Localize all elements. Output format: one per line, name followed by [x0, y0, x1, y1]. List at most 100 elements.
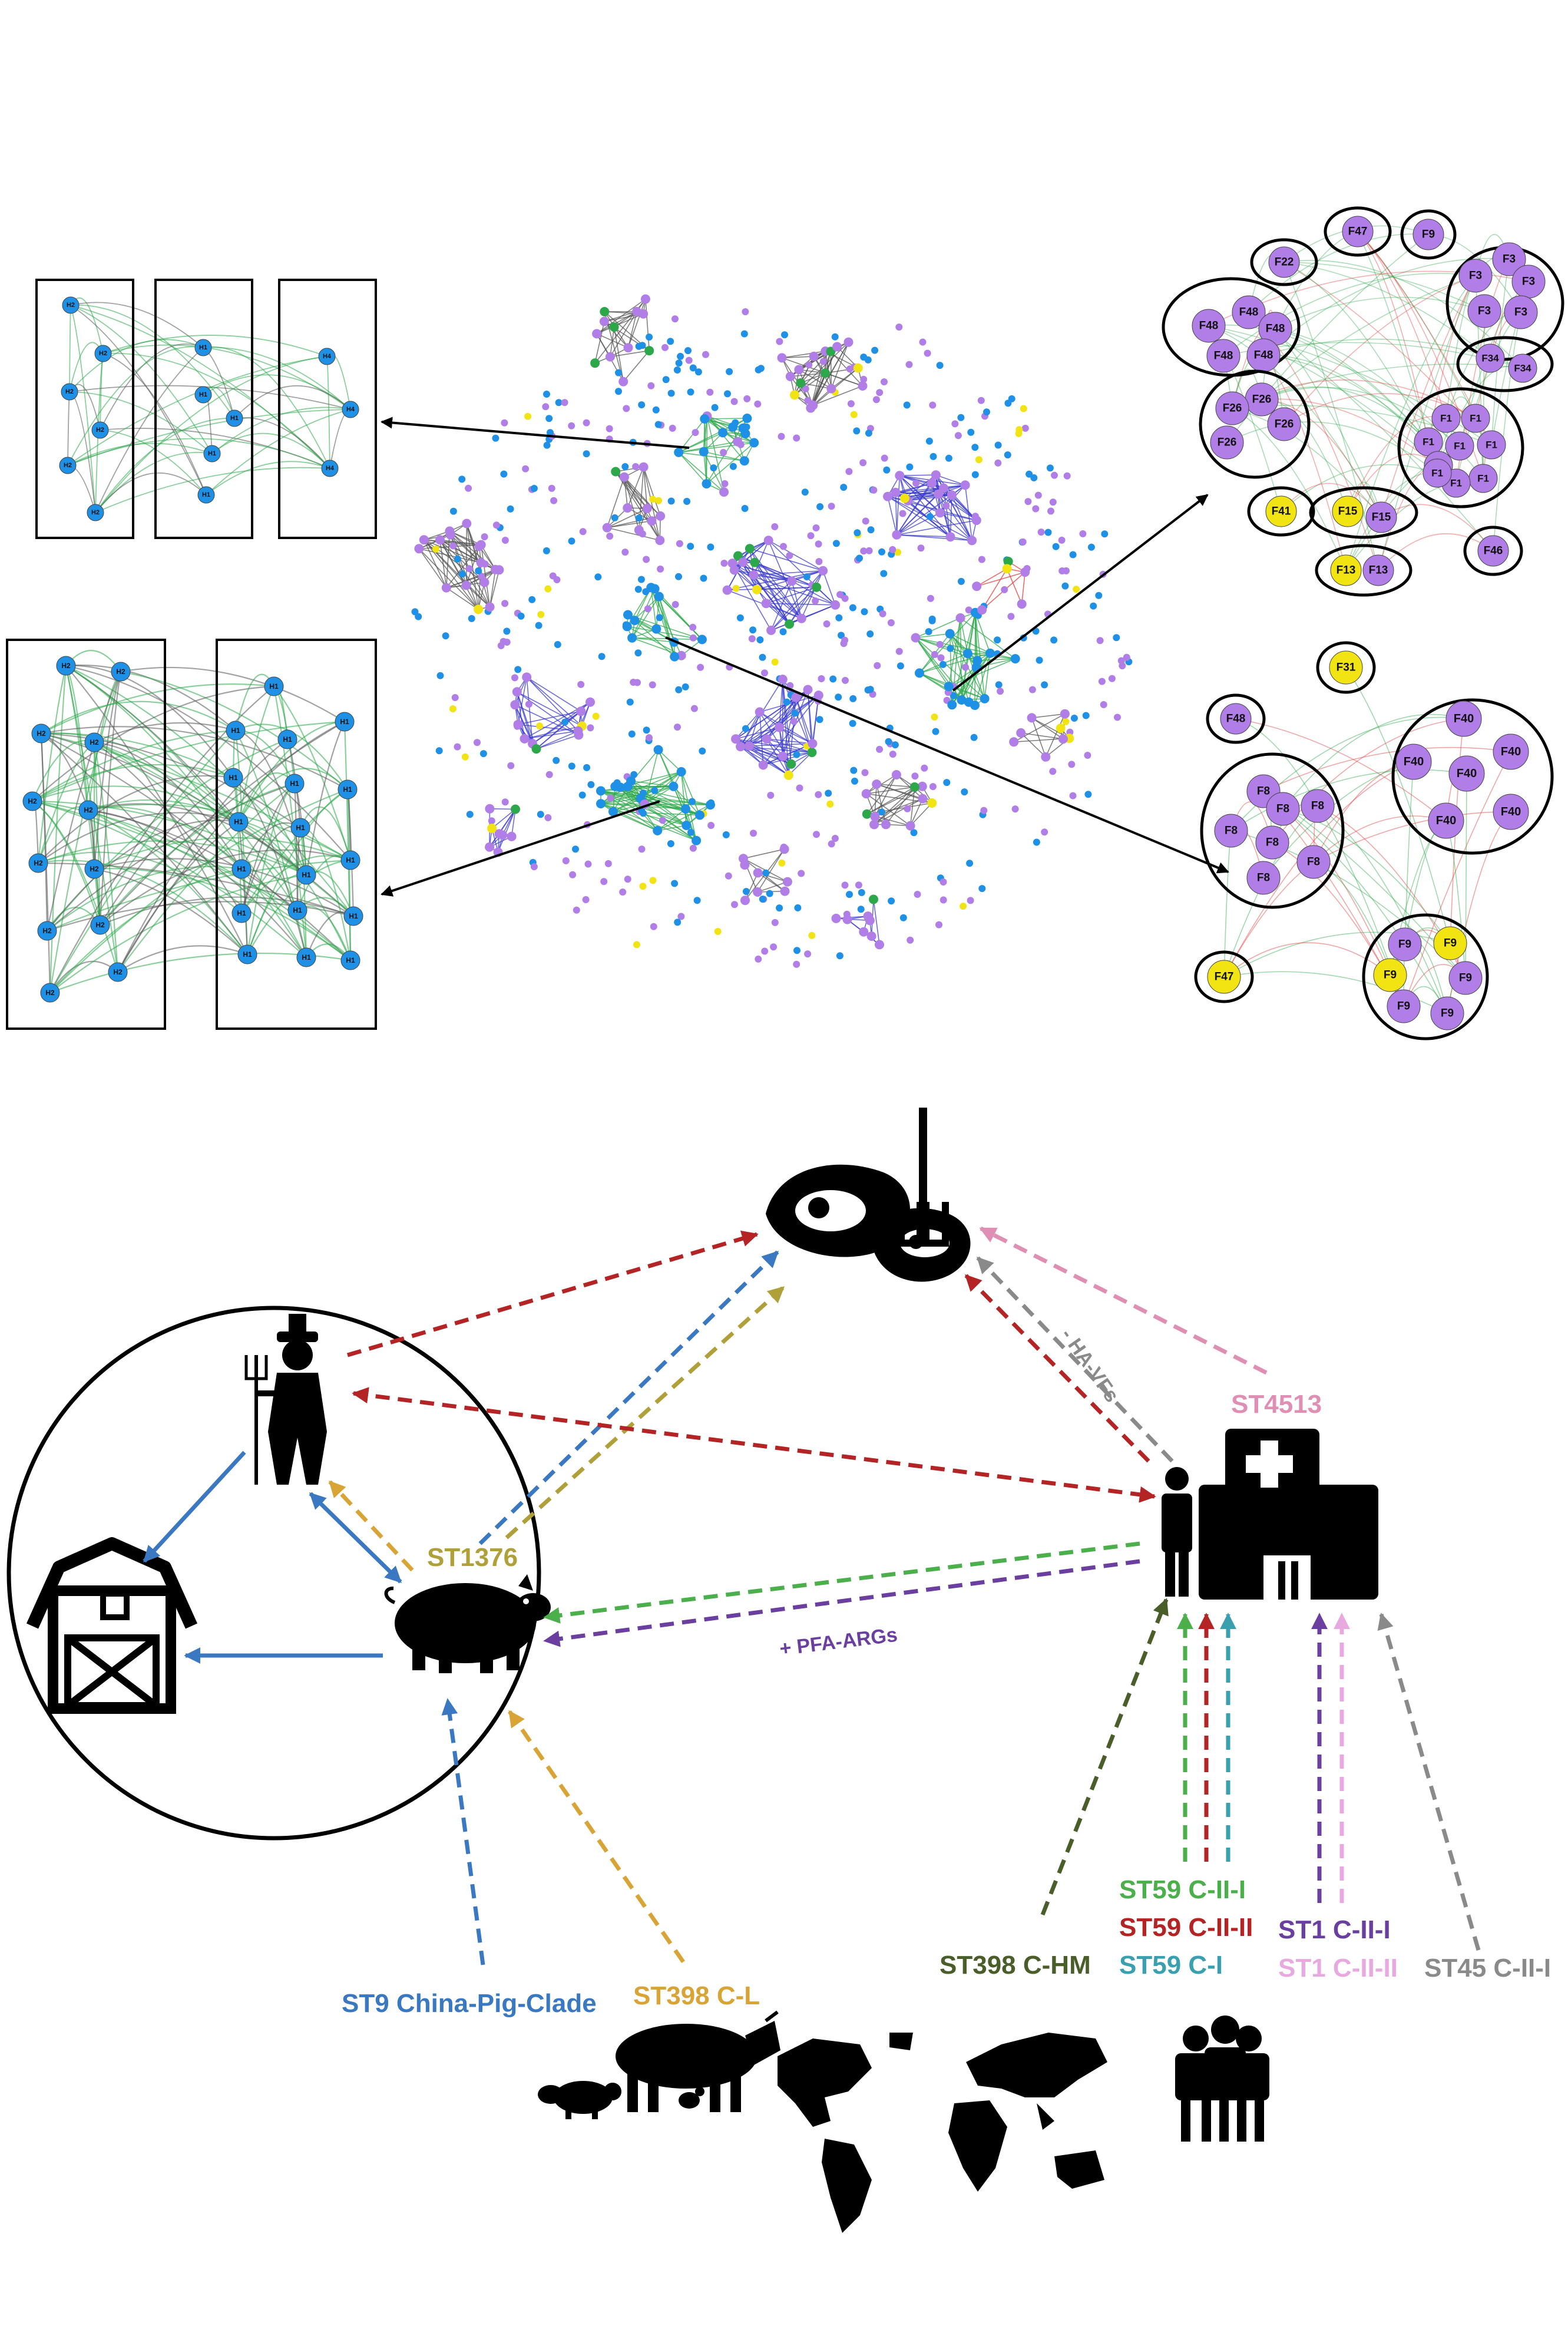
network-edge: [961, 667, 977, 701]
network-node: [654, 421, 662, 428]
h-node-label: H2: [95, 921, 105, 929]
network-edge: [755, 561, 817, 588]
network-node: [825, 789, 832, 797]
network-node: [796, 784, 803, 792]
network-node: [640, 294, 650, 304]
network-node: [687, 388, 694, 396]
network-edge: [822, 570, 836, 606]
inset-edge: [1263, 355, 1429, 442]
network-edge: [607, 508, 648, 528]
network-node: [702, 351, 709, 358]
network-edge: [703, 451, 707, 484]
network-edge: [600, 786, 674, 804]
network-node: [706, 800, 715, 810]
inset-edge: [99, 671, 122, 926]
inset-edge: [95, 467, 330, 513]
inset-edge: [32, 685, 274, 802]
inset-edge: [1345, 275, 1476, 571]
h-node-label: H2: [61, 662, 71, 670]
f-node-label: F40: [1436, 814, 1456, 827]
network-edge: [491, 808, 516, 829]
network-node: [573, 726, 583, 736]
network-node: [791, 692, 801, 702]
inset-edge: [95, 418, 235, 513]
network-edge: [749, 548, 823, 571]
network-node: [661, 343, 669, 351]
world-map-icon: [778, 2033, 1107, 2233]
network-node: [555, 399, 563, 407]
network-node: [501, 798, 509, 806]
h-node-label: H1: [296, 824, 305, 832]
network-node: [805, 361, 813, 369]
inset-edge: [94, 741, 242, 870]
network-edge: [610, 326, 615, 357]
network-edge: [631, 780, 674, 787]
network-node: [994, 459, 1002, 467]
network-node: [1004, 451, 1011, 459]
network-edge: [749, 712, 760, 746]
inset-edge: [94, 742, 242, 914]
inset-edge: [233, 777, 307, 875]
network-node: [935, 921, 942, 929]
network-node: [695, 810, 705, 820]
inset-edge: [1223, 761, 1414, 977]
network-node: [932, 728, 940, 735]
network-node: [899, 493, 909, 503]
f-group-circle: [1397, 387, 1524, 508]
h-node: H2: [84, 859, 104, 879]
network-node: [623, 503, 633, 513]
network-node: [1069, 551, 1077, 559]
h-node-label: H2: [96, 427, 104, 434]
h-node-label: H2: [99, 350, 107, 357]
network-node: [637, 576, 645, 583]
f-node-label: F1: [1431, 468, 1443, 479]
network-node: [761, 599, 771, 609]
h-node-label: H1: [237, 865, 246, 873]
network-edge: [763, 695, 819, 765]
network-node: [779, 628, 787, 636]
label-st45-c2i: ST45 C-II-I: [1424, 1954, 1551, 1983]
network-edge: [1021, 572, 1026, 604]
h-node-label: H2: [65, 388, 74, 395]
network-node: [778, 432, 785, 440]
network-node: [573, 906, 580, 914]
h-node: H2: [56, 656, 76, 676]
network-edge: [678, 452, 725, 493]
f-node-label: F48: [1239, 306, 1259, 319]
network-node: [929, 452, 937, 460]
network-node: [994, 441, 1002, 449]
network-edge: [1031, 713, 1065, 719]
pointer-arrow-f-bottom: [665, 636, 1229, 874]
network-node: [742, 888, 750, 896]
network-node: [669, 424, 676, 432]
inset-edge: [95, 347, 204, 513]
network-node: [511, 674, 518, 682]
label-pfa-args: + PFA-ARGs: [778, 1624, 898, 1660]
network-node: [758, 760, 768, 770]
network-node: [931, 713, 938, 721]
h-node: H1: [343, 906, 363, 926]
network-node: [655, 497, 663, 504]
network-node: [635, 514, 643, 522]
inset-edge: [247, 859, 351, 955]
network-node: [771, 523, 779, 530]
network-edge: [526, 676, 583, 726]
h-node: H1: [226, 409, 243, 427]
network-node: [766, 890, 773, 897]
f-node-label: F34: [1481, 353, 1499, 364]
h-node: H2: [84, 732, 104, 752]
f-node-label: F8: [1257, 872, 1270, 884]
network-node: [815, 540, 822, 548]
network-node: [858, 889, 865, 896]
network-node: [596, 786, 606, 796]
f-node-label: F31: [1337, 662, 1356, 674]
network-node: [662, 376, 670, 384]
network-node: [531, 744, 541, 754]
f-node-label: F26: [1218, 437, 1237, 449]
network-node: [485, 602, 495, 612]
network-edge: [791, 581, 802, 619]
network-node: [733, 437, 743, 447]
network-edge: [743, 848, 785, 859]
network-node: [436, 672, 444, 679]
